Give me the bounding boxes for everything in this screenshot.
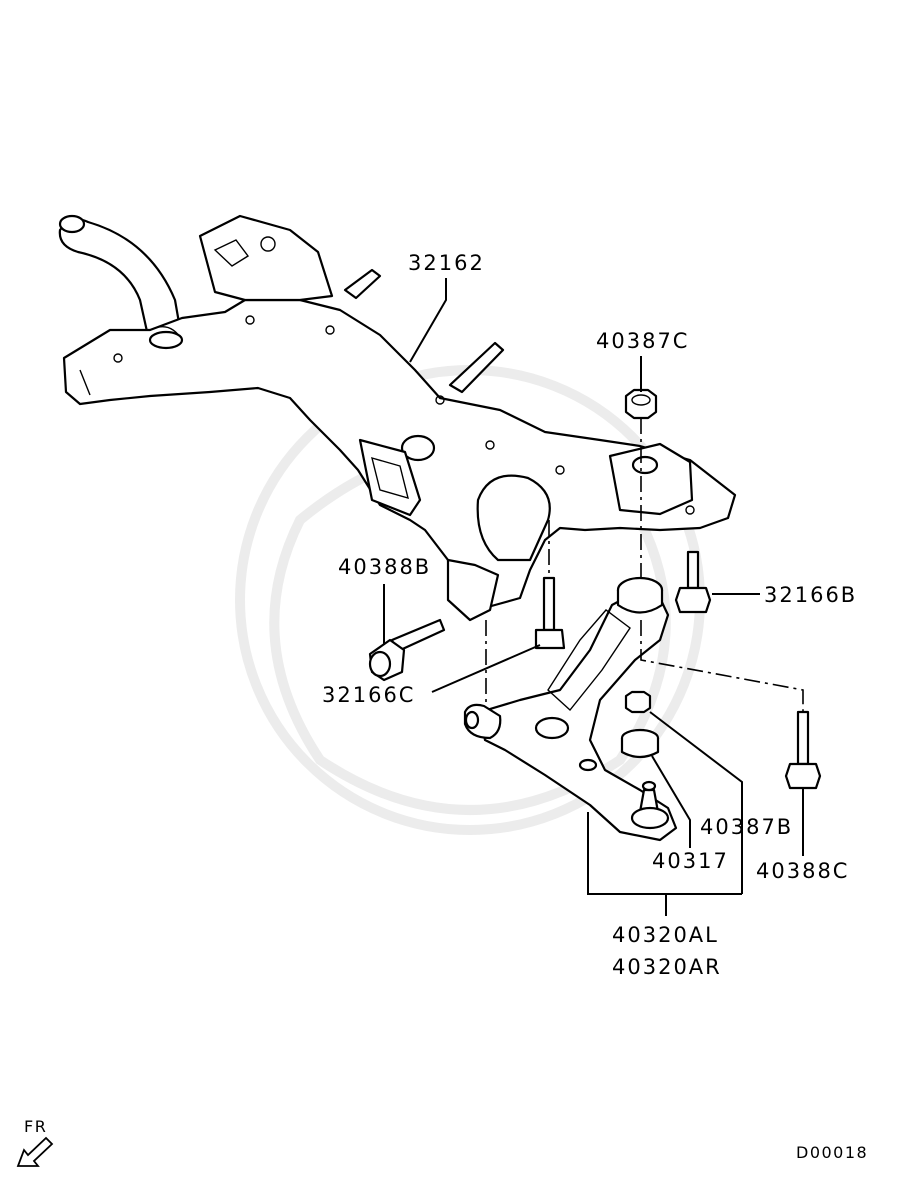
lower-arm-40320 <box>463 576 678 842</box>
label-nut-lower: 40387B <box>700 815 793 839</box>
crossmember-32162 <box>58 214 737 622</box>
label-crossmember: 32162 <box>408 251 485 275</box>
label-bolt-right-upper: 32166B <box>764 583 857 607</box>
bolt-40388C <box>784 710 822 790</box>
front-direction-indicator: FR <box>16 1117 54 1167</box>
nut-40387C <box>624 388 658 420</box>
label-arm-right: 40320AR <box>612 955 722 979</box>
diagram-code: D00018 <box>796 1143 868 1162</box>
bushing-40317 <box>620 728 660 759</box>
front-arrow-icon <box>16 1136 54 1167</box>
direction-label: FR <box>24 1117 47 1136</box>
bolt-40388B <box>368 618 446 682</box>
label-bolt-center: 32166C <box>322 683 415 707</box>
nut-40387B <box>624 690 652 714</box>
bolt-32166C <box>534 576 566 650</box>
alignment-lines <box>485 418 804 712</box>
leader-lines <box>383 278 804 916</box>
label-bushing: 40317 <box>652 849 729 873</box>
label-bolt-right-lower: 40388C <box>756 859 849 883</box>
label-arm-left: 40320AL <box>612 923 719 947</box>
bolt-32166B <box>674 550 712 614</box>
label-bolt-left: 40388B <box>338 555 431 579</box>
label-nut-upper: 40387C <box>596 329 689 353</box>
